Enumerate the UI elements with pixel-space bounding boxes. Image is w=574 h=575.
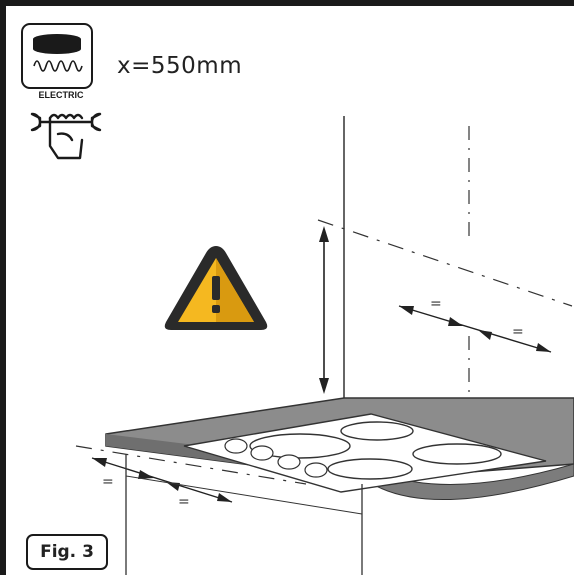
centre-line-diagonal [317,219,573,307]
front-centre-line [75,445,307,485]
hob-glass-plate [183,413,547,493]
knob-3 [277,454,301,470]
front-equal-mark-right: = [178,494,190,510]
height-arrow-bottom [319,378,329,394]
front-arrow-mid-left [138,470,154,479]
cooking-zone-front-left [327,458,413,480]
front-arrow-right [217,493,232,502]
back-arrow-mid-left [448,317,463,326]
height-arrow-top [319,226,329,242]
cooking-zone-rear-left [249,433,351,459]
back-equal-dimension-line [398,305,552,353]
electric-hob-icon [21,23,93,89]
electric-caption: ELECTRIC [38,90,84,100]
back-equal-mark-left: = [430,296,442,312]
control-knobs [224,438,328,478]
cooking-zone-rear-right [340,421,414,441]
back-arrow-right [536,343,551,352]
knob-2 [250,445,274,461]
back-arrow-left [399,306,414,315]
knob-1 [224,438,248,454]
distance-label: x=550mm [117,53,243,79]
figure-label: Fig. 3 [26,534,108,570]
installation-drawing: = = = = [21,23,574,575]
wrench-hand-icon [30,112,102,160]
cooking-zone-front-right [412,443,502,465]
cabinet-top-line [125,475,363,515]
back-equal-mark-right: = [512,324,524,340]
warning-triangle-icon [164,246,268,330]
back-arrow-mid-right [478,330,492,340]
front-arrow-left [92,458,107,467]
knob-4 [304,462,328,478]
front-equal-dimension-line [91,457,233,503]
front-equal-mark-left: = [102,474,114,490]
